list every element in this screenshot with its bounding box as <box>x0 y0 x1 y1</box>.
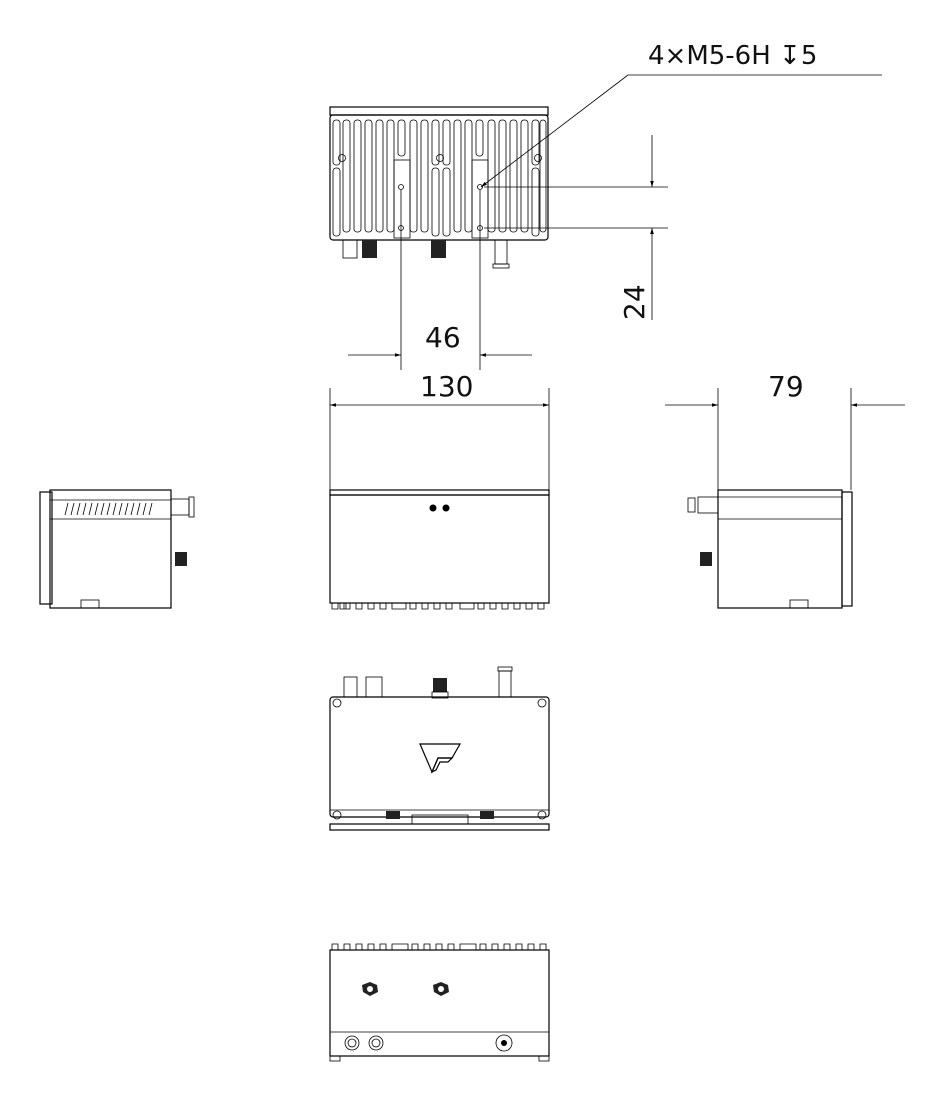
top-connectors <box>342 239 510 269</box>
top-view <box>329 106 549 269</box>
heatsink-fins <box>332 119 547 239</box>
dim-130-label: 130 <box>420 370 473 403</box>
dim-79-label: 79 <box>768 370 804 403</box>
brand-logo-icon <box>419 743 462 774</box>
right-view <box>687 489 853 609</box>
thread-callout: 4×M5-6H ↧5 <box>480 41 882 188</box>
dimension-130: 130 <box>329 370 550 490</box>
dimension-24: 24 <box>484 135 668 320</box>
dim-46-label: 46 <box>425 321 461 354</box>
rear-view <box>329 943 550 1062</box>
m12-connector-icon <box>433 982 449 996</box>
callout-text: 4×M5-6H ↧5 <box>648 41 817 71</box>
bottom-view <box>329 666 550 831</box>
m12-connector-icon <box>362 982 378 996</box>
dim-24-label: 24 <box>618 284 651 320</box>
vent-slots <box>64 502 153 516</box>
left-view <box>39 489 195 609</box>
front-view <box>329 489 550 610</box>
dimension-46: 46 <box>348 190 532 370</box>
dimension-79: 79 <box>665 370 905 490</box>
